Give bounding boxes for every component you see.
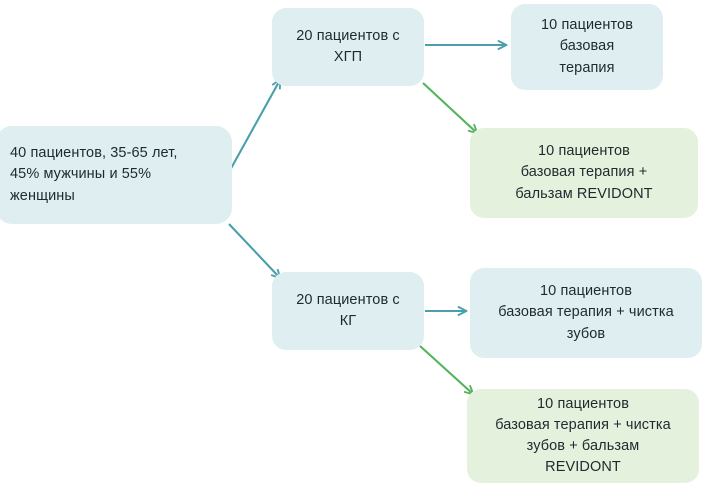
arrow-cohort-to-hgp	[228, 80, 280, 173]
node-hgp-basic-therapy: 10 пациентов базовая терапия	[511, 4, 663, 90]
node-kg-basic-therapy-cleaning-revidont: 10 пациентов базовая терапия + чистка зу…	[467, 389, 699, 483]
node-cohort: 40 пациентов, 35-65 лет, 45% мужчины и 5…	[0, 126, 232, 224]
arrow-kg-to-revidont	[419, 345, 473, 394]
arrow-cohort-to-kg	[228, 223, 280, 278]
node-kg-group: 20 пациентов с КГ	[272, 272, 424, 350]
node-hgp-basic-therapy-revidont: 10 пациентов базовая терапия + бальзам R…	[470, 128, 698, 218]
node-hgp-group: 20 пациентов с ХГП	[272, 8, 424, 86]
arrow-hgp-to-revidont	[422, 82, 477, 133]
node-kg-basic-therapy-cleaning: 10 пациентов базовая терапия + чистка зу…	[470, 268, 702, 358]
